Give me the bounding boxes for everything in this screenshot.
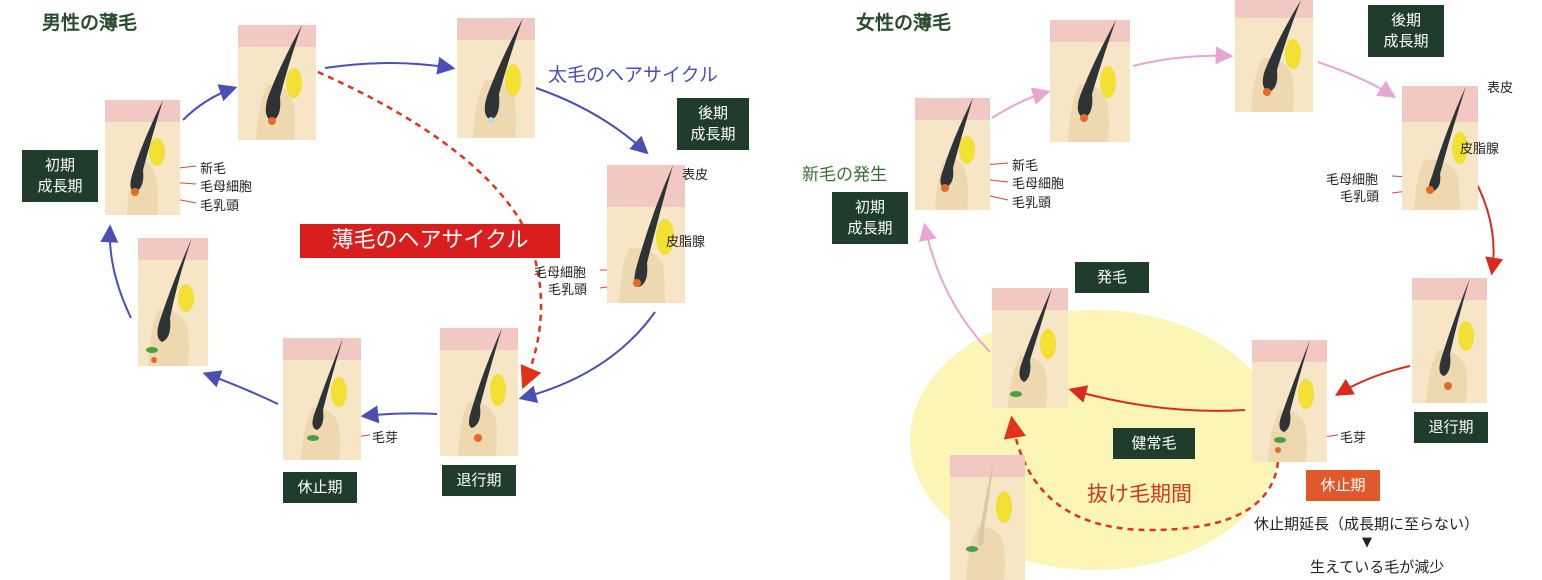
female-label-papilla-2: 毛乳頭 bbox=[1340, 190, 1380, 205]
male-arrow-2 bbox=[324, 56, 456, 75]
female-title: 女性の薄毛 bbox=[856, 12, 952, 34]
male-stage-early-growth: 初期 成長期 bbox=[22, 150, 98, 202]
female-follicle-growth bbox=[992, 288, 1068, 408]
female-new-hair-occurrence-label: 新毛の発生 bbox=[802, 165, 887, 185]
female-label-matrix-cell: 毛母細胞 bbox=[1012, 177, 1065, 192]
female-follicle-top1 bbox=[1050, 20, 1130, 142]
female-label-new-hair: 新毛 bbox=[1012, 159, 1039, 174]
male-stage-rest: 休止期 bbox=[283, 472, 357, 503]
male-label-hair-bud: 毛芽 bbox=[372, 431, 399, 446]
female-follicle-regression bbox=[1412, 278, 1487, 403]
female-arrow-6 bbox=[1334, 365, 1411, 396]
male-follicle-top2 bbox=[457, 18, 535, 138]
female-label-hair-bud: 毛芽 bbox=[1340, 431, 1367, 446]
shedding-period-label: 抜け毛期間 bbox=[1087, 482, 1192, 506]
male-label-epidermis: 表皮 bbox=[682, 168, 709, 183]
female-stage-regression: 退行期 bbox=[1414, 412, 1488, 443]
female-arrow-3 bbox=[1317, 61, 1397, 98]
male-thinning-dashed-arrow bbox=[317, 70, 543, 390]
thick-hair-cycle-label: 太毛のヘアサイクル bbox=[548, 64, 719, 86]
female-follicle-top2 bbox=[1235, 0, 1313, 112]
female-stage-rest: 休止期 bbox=[1306, 470, 1380, 501]
male-stage-late-growth: 後期 成長期 bbox=[677, 98, 749, 150]
male-title: 男性の薄毛 bbox=[42, 12, 138, 34]
female-stage-hair-growth: 発毛 bbox=[1075, 262, 1149, 293]
female-arrow-1 bbox=[991, 87, 1051, 119]
male-arrow-1 bbox=[182, 84, 238, 121]
rest-extension-note: 休止期延長（成長期に至らない） bbox=[1254, 515, 1480, 533]
female-stage-early-growth: 初期 成長期 bbox=[832, 192, 908, 244]
male-arrow-5 bbox=[360, 405, 438, 424]
male-arrow-7 bbox=[100, 224, 132, 319]
female-arrow-4 bbox=[919, 222, 991, 353]
female-stage-healthy-hair: 健常毛 bbox=[1113, 428, 1195, 459]
female-arrow-7 bbox=[1068, 385, 1246, 412]
male-stage-regression: 退行期 bbox=[442, 465, 516, 496]
male-follicle-regression bbox=[440, 328, 518, 456]
female-label-sebaceous: 皮脂腺 bbox=[1460, 142, 1500, 157]
male-arrow-3 bbox=[535, 87, 649, 155]
down-triangle-icon: ▼ bbox=[1362, 535, 1372, 550]
female-follicle-early bbox=[915, 98, 990, 210]
male-arrow-4 bbox=[518, 311, 656, 404]
male-follicle-top1 bbox=[238, 25, 316, 140]
female-arrow-2 bbox=[1132, 46, 1234, 67]
male-label-papilla: 毛乳頭 bbox=[200, 199, 240, 214]
male-label-new-hair: 新毛 bbox=[200, 162, 227, 177]
female-follicle-rest bbox=[1252, 340, 1327, 462]
female-label-matrix-cell-2: 毛母細胞 bbox=[1326, 173, 1379, 188]
male-label-sebaceous: 皮脂腺 bbox=[666, 235, 706, 250]
male-follicle-rest bbox=[283, 338, 361, 460]
female-follicle-bottom bbox=[950, 455, 1025, 580]
male-follicle-late bbox=[607, 165, 685, 303]
male-follicle-early bbox=[105, 100, 180, 215]
hair-decrease-note: 生えている毛が減少 bbox=[1310, 558, 1445, 576]
thinning-hair-cycle-banner: 薄毛のヘアサイクル bbox=[300, 224, 560, 258]
male-label-matrix-cell-2: 毛母細胞 bbox=[534, 266, 587, 281]
female-label-epidermis: 表皮 bbox=[1487, 81, 1514, 96]
female-follicle-late bbox=[1402, 86, 1478, 210]
female-shedding-dashed-arrow bbox=[1003, 415, 1280, 532]
female-label-papilla: 毛乳頭 bbox=[1012, 196, 1052, 211]
male-arrow-6 bbox=[202, 370, 279, 405]
male-follicle-left bbox=[138, 238, 208, 366]
male-label-papilla-2: 毛乳頭 bbox=[548, 283, 588, 298]
male-label-matrix-cell: 毛母細胞 bbox=[200, 180, 253, 195]
female-stage-late-growth: 後期 成長期 bbox=[1368, 5, 1444, 57]
